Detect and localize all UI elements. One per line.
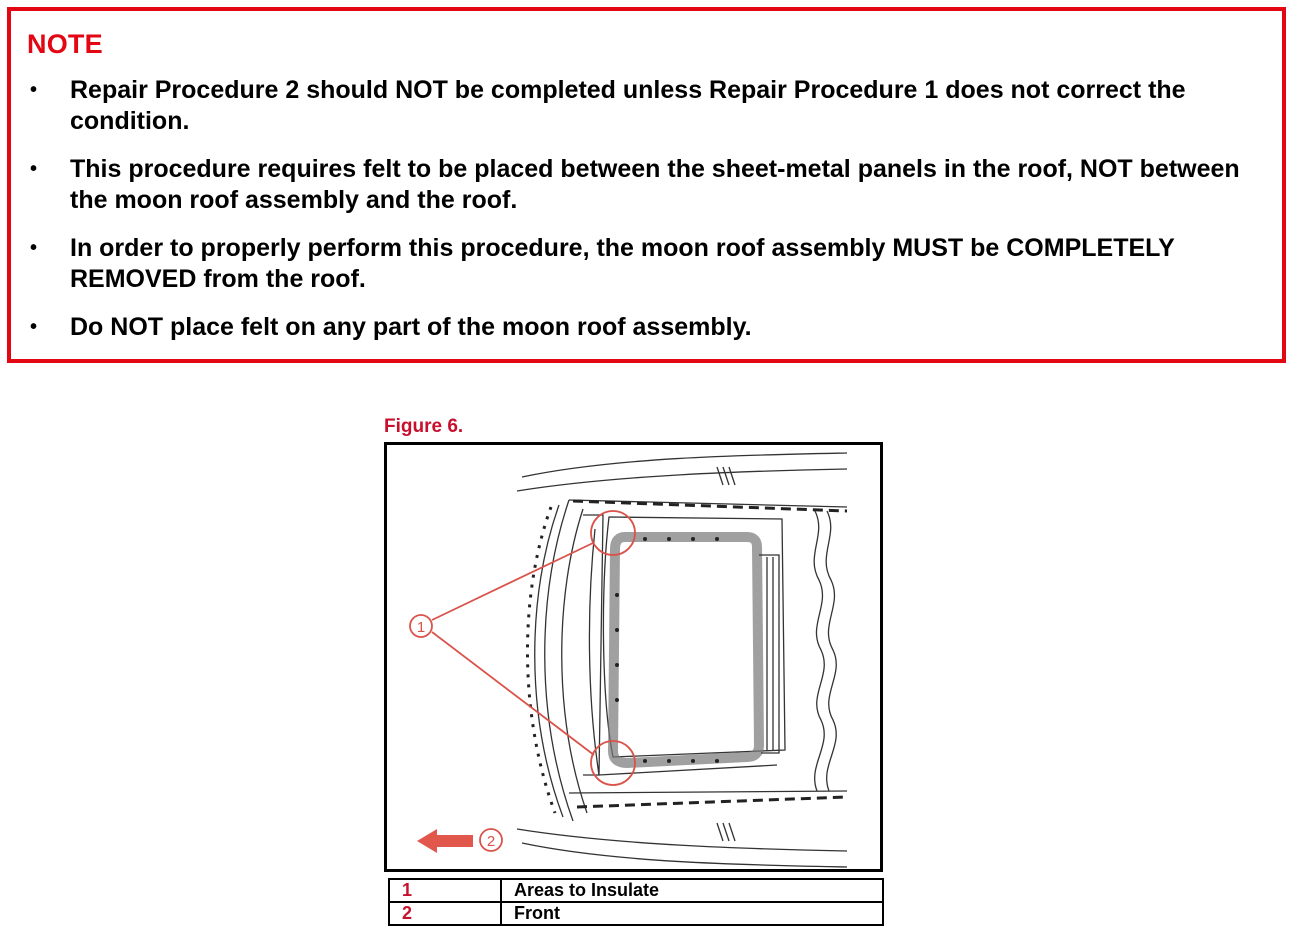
- legend-row: 1 Areas to Insulate: [388, 878, 884, 903]
- insulate-area-top-marker: [590, 510, 636, 556]
- note-item: • This procedure requires felt to be pla…: [11, 154, 1282, 216]
- legend-label: Front: [500, 901, 884, 926]
- note-item: • Do NOT place felt on any part of the m…: [11, 312, 1282, 343]
- legend-table: 1 Areas to Insulate 2 Front: [388, 878, 884, 926]
- legend-number: 1: [388, 878, 502, 903]
- callout-2-label: 2: [487, 833, 495, 850]
- roof-diagram: 1 2: [384, 442, 883, 872]
- callout-1-circle: [409, 614, 433, 638]
- callout-1-label: 1: [417, 619, 425, 636]
- bullet-icon: •: [30, 237, 38, 259]
- bullet-icon: •: [30, 79, 38, 101]
- note-item: • Repair Procedure 2 should NOT be compl…: [11, 75, 1282, 137]
- note-box: NOTE • Repair Procedure 2 should NOT be …: [7, 7, 1286, 363]
- bullet-icon: •: [30, 316, 38, 338]
- legend-row: 2 Front: [388, 901, 884, 926]
- note-title: NOTE: [27, 29, 103, 59]
- note-item: • In order to properly perform this proc…: [11, 233, 1282, 295]
- roof-diagram-drawing: 1 2: [409, 452, 848, 868]
- figure-caption: Figure 6.: [384, 416, 464, 437]
- insulate-area-bottom-marker: [590, 740, 636, 786]
- note-item-text: Do NOT place felt on any part of the moo…: [70, 313, 752, 341]
- note-list: • Repair Procedure 2 should NOT be compl…: [11, 75, 1282, 360]
- seal-dots: [615, 537, 719, 763]
- front-arrow-icon: [417, 829, 473, 853]
- legend-number: 2: [388, 901, 502, 926]
- note-item-text: This procedure requires felt to be place…: [70, 155, 1240, 214]
- note-item-text: In order to properly perform this proced…: [70, 234, 1175, 293]
- bullet-icon: •: [30, 158, 38, 180]
- callout-2-circle: [479, 828, 503, 852]
- legend-label: Areas to Insulate: [500, 878, 884, 903]
- note-item-text: Repair Procedure 2 should NOT be complet…: [70, 76, 1186, 135]
